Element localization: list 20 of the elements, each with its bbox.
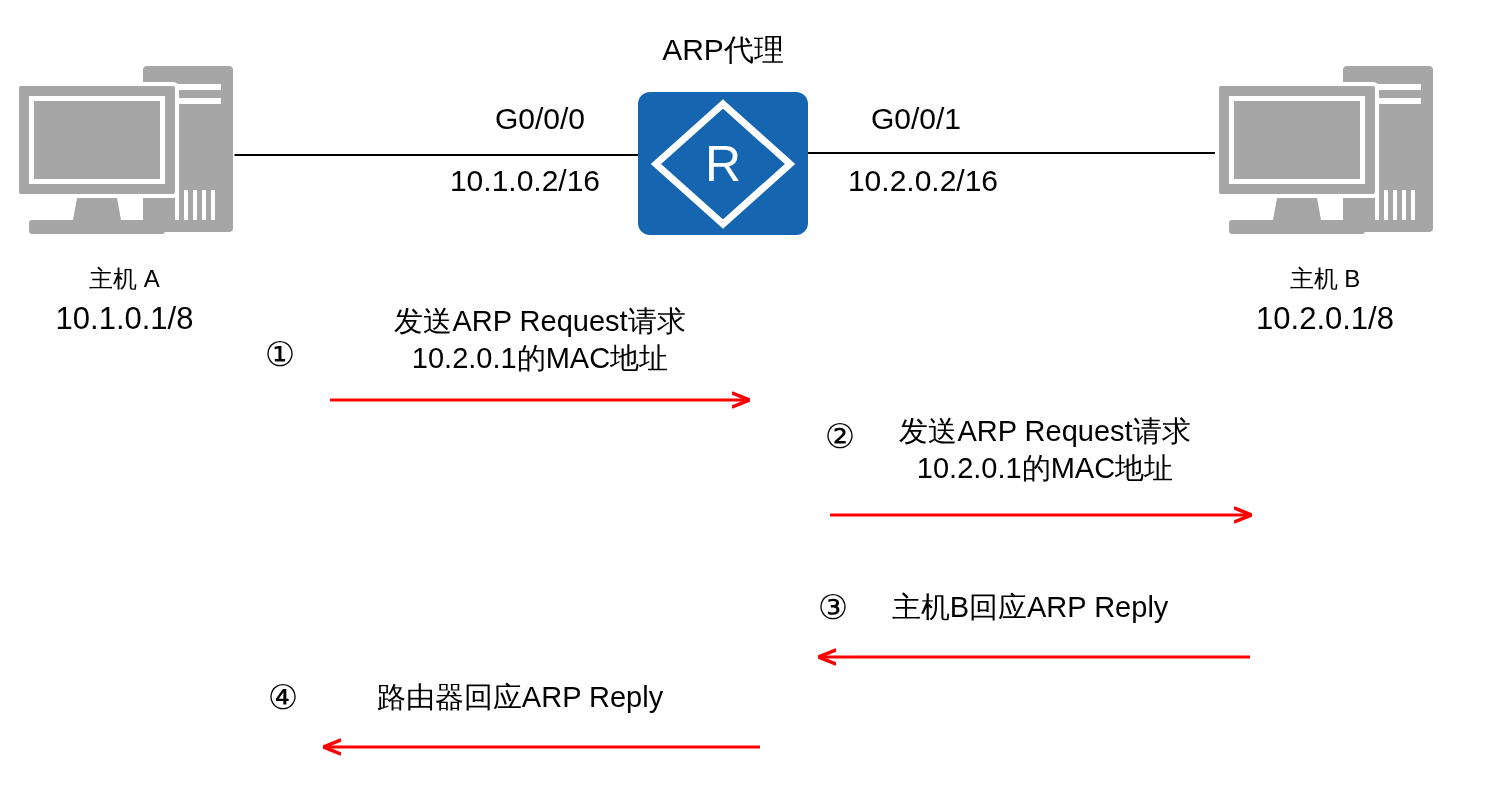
step-number: ② bbox=[823, 418, 857, 455]
link-line bbox=[807, 152, 1216, 154]
host-name: 主机 A bbox=[89, 265, 160, 294]
router-letter: R bbox=[703, 135, 743, 194]
step-description: 发送ARP Request请求 10.2.0.1的MAC地址 bbox=[393, 304, 687, 376]
link-line bbox=[233, 154, 639, 156]
step-number: ④ bbox=[266, 679, 300, 716]
interface-label: 10.1.0.2/16 bbox=[448, 163, 602, 199]
node-title: ARP代理 bbox=[662, 32, 784, 68]
interface-label: G0/0/1 bbox=[869, 101, 963, 137]
step-description: 发送ARP Request请求 10.2.0.1的MAC地址 bbox=[898, 414, 1192, 486]
step-number: ① bbox=[263, 336, 297, 373]
step-number: ③ bbox=[816, 589, 850, 626]
interface-label: G0/0/0 bbox=[493, 101, 587, 137]
ip-address: 10.1.0.1/8 bbox=[55, 299, 194, 337]
host-name: 主机 B bbox=[1289, 265, 1361, 294]
step-description: 主机B回应ARP Reply bbox=[890, 590, 1170, 625]
interface-label: 10.2.0.2/16 bbox=[846, 163, 1000, 199]
ip-address: 10.2.0.1/8 bbox=[1256, 299, 1394, 337]
step-description: 路由器回应ARP Reply bbox=[375, 680, 665, 715]
